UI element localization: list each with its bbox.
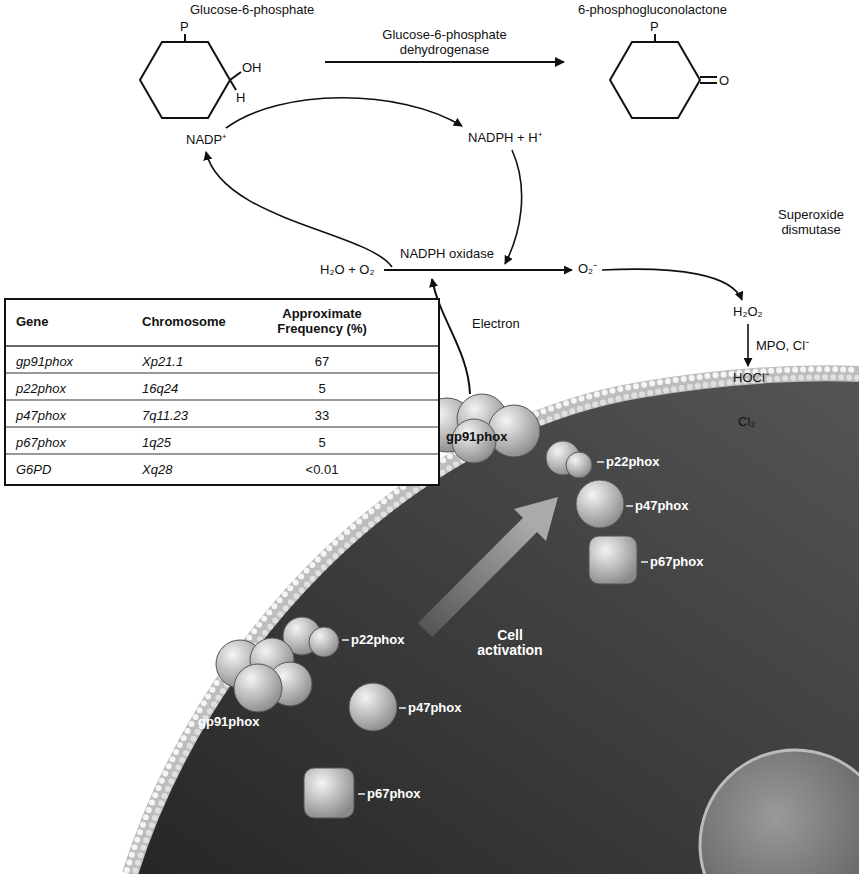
- table-cell: 33: [272, 408, 372, 423]
- nadph-to-oxidase-arrow: [505, 150, 522, 264]
- chemical-label: NADPH + H⁺: [468, 130, 542, 145]
- table-cell: p47phox: [16, 408, 66, 423]
- table-cell: <0.01: [272, 462, 372, 477]
- protein-subunit: p22phox: [280, 612, 405, 664]
- reaction-arrow: [325, 61, 564, 63]
- table-cell: gp91phox: [16, 354, 73, 369]
- node-label: Glucose-6-phosphate: [190, 2, 314, 17]
- node-label: 6-phosphogluconolactone: [578, 2, 727, 17]
- table-cell: Xq28: [142, 462, 172, 477]
- table-cell: Approximate Frequency (%): [272, 306, 372, 336]
- protein-subunit: p47phox: [345, 680, 480, 734]
- node-label: p67phox: [367, 786, 420, 801]
- node-text: O: [719, 73, 729, 88]
- table-cell: 16q24: [142, 381, 178, 396]
- protein-subunit: gp91phox: [190, 636, 320, 732]
- node-text: P: [180, 19, 189, 34]
- chemical-label: Cl₂: [738, 414, 755, 429]
- table-cell: Chromosome: [142, 314, 226, 329]
- node-label: p67phox: [650, 554, 703, 569]
- node-label: p22phox: [606, 454, 659, 469]
- table-cell: p22phox: [16, 381, 66, 396]
- table-cell: p67phox: [16, 435, 66, 450]
- dismutase-arrow: [602, 269, 742, 300]
- table-cell: Xp21.1: [142, 354, 183, 369]
- table-cell: G6PD: [16, 462, 51, 477]
- node-label: p47phox: [408, 700, 461, 715]
- table-cell: 1q25: [142, 435, 171, 450]
- table-cell: 5: [272, 435, 372, 450]
- enzyme-label: Glucose-6-phosphate dehydrogenase: [370, 27, 520, 57]
- oxidase-to-nadp-arrow: [206, 152, 392, 267]
- chemical-label: MPO, Cl⁻: [756, 338, 809, 353]
- node-label: p47phox: [635, 498, 688, 513]
- chemical-label: NADP⁺: [186, 132, 226, 147]
- gene-table: Gene Chromosome Approximate Frequency (%) g…: [4, 298, 440, 486]
- molecule-ring: Glucose-6-phosphateP OH H: [120, 2, 325, 126]
- chemical-label: H₂O₂: [733, 304, 763, 319]
- table-cell: 5: [272, 381, 372, 396]
- chemical-label: Superoxide dismutase: [770, 207, 852, 237]
- protein-subunit: p67phox: [585, 532, 720, 588]
- node-outline: [120, 2, 325, 126]
- node-text: P: [650, 19, 659, 34]
- protein-subunit: p22phox: [545, 438, 665, 482]
- nadp-to-nadph-arrow: [226, 98, 462, 128]
- node-label: gp91phox: [446, 429, 507, 444]
- protein-subunit: p47phox: [572, 478, 702, 532]
- table-cell: 7q11.23: [142, 408, 188, 423]
- node-text: OH: [242, 60, 262, 75]
- chemical-label: NADPH oxidase: [400, 246, 494, 261]
- molecule-ring: 6-phosphogluconolactoneP O: [565, 2, 745, 126]
- node-text: H: [236, 90, 245, 105]
- node-label: p22phox: [351, 632, 404, 647]
- chemical-label: HOCl⁻: [733, 370, 769, 385]
- node-label: gp91phox: [198, 714, 259, 729]
- table-cell: Gene: [16, 314, 49, 329]
- chemical-label: H₂O + O₂: [320, 262, 375, 277]
- protein-subunit: p67phox: [300, 764, 435, 822]
- node-label: Cell activation: [470, 628, 550, 658]
- mpo-arrow: [747, 324, 749, 366]
- chemical-label: O₂⁻: [578, 261, 597, 276]
- table-cell: 67: [272, 354, 372, 369]
- oxidase-main-arrow: [384, 269, 572, 271]
- chemical-label: Electron: [472, 316, 520, 331]
